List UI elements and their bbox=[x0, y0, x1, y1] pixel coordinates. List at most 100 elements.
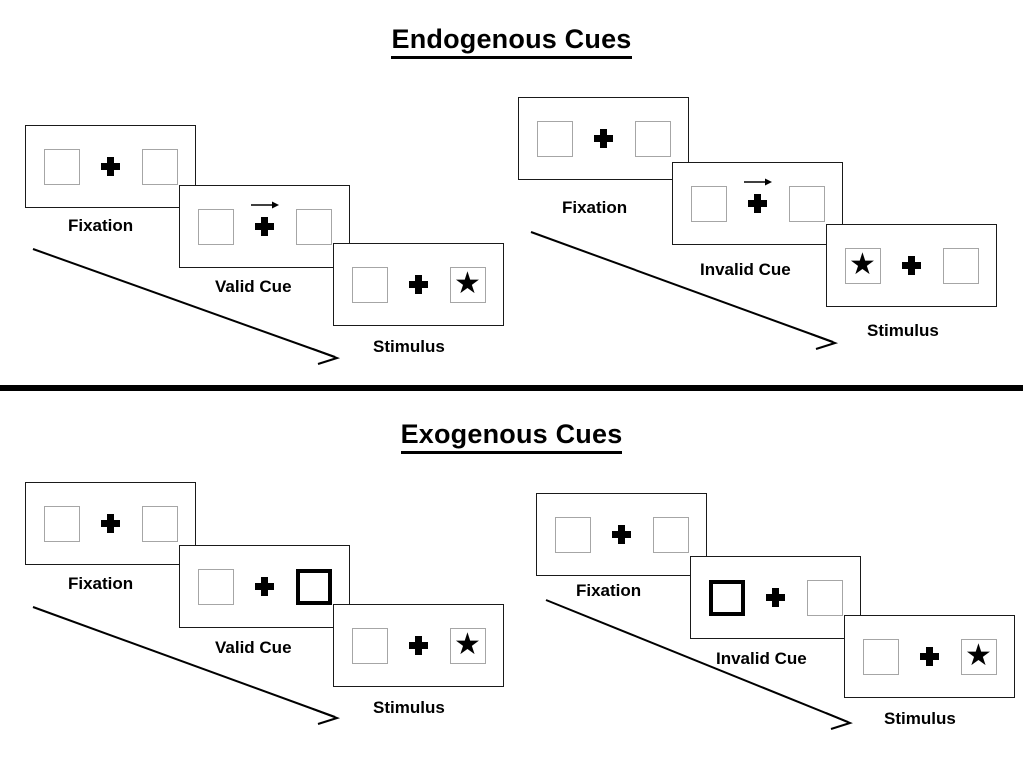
left-placeholder-box bbox=[197, 568, 234, 605]
right-target-box: ★ bbox=[449, 266, 486, 303]
fixation-cell bbox=[248, 201, 282, 236]
trial-frame-stimulus[interactable]: ★ bbox=[333, 604, 504, 687]
frame-label-fixation: Fixation bbox=[68, 574, 134, 593]
trial-frame-fixation[interactable] bbox=[518, 97, 689, 180]
time-flow-arrow-exogenous-valid bbox=[32, 606, 341, 725]
trial-frame-stimulus[interactable]: ★ bbox=[844, 615, 1015, 698]
frame-label-cue: Invalid Cue bbox=[716, 649, 807, 668]
right-target-box: ★ bbox=[960, 638, 997, 675]
section-endogenous: Endogenous Cues Fixation bbox=[0, 24, 1023, 365]
left-placeholder-box bbox=[536, 120, 573, 157]
fixation-cross-icon bbox=[409, 636, 428, 655]
frame-label-cue: Valid Cue bbox=[215, 638, 292, 657]
star-icon: ★ bbox=[454, 627, 481, 661]
frame-content bbox=[554, 516, 689, 553]
right-arrow-icon bbox=[250, 201, 279, 209]
frame-content: ★ bbox=[351, 627, 486, 664]
section-title-endogenous-text: Endogenous Cues bbox=[391, 24, 632, 59]
frame-label-cue: Valid Cue bbox=[215, 277, 292, 296]
trial-frame-fixation[interactable] bbox=[25, 125, 196, 208]
right-placeholder-box bbox=[295, 208, 332, 245]
frame-content bbox=[197, 201, 332, 245]
fixation-cell bbox=[587, 129, 621, 148]
fixation-cross-icon bbox=[409, 275, 428, 294]
frame-label-fixation: Fixation bbox=[68, 216, 134, 235]
fixation-cell bbox=[94, 157, 128, 176]
left-cued-box bbox=[708, 579, 745, 616]
right-placeholder-box bbox=[942, 247, 979, 284]
trial-frame-fixation[interactable] bbox=[25, 482, 196, 565]
frame-content: ★ bbox=[862, 638, 997, 675]
frame-label-fixation: Fixation bbox=[576, 581, 642, 600]
trial-frame-stimulus[interactable]: ★ bbox=[333, 243, 504, 326]
frame-label-stimulus: Stimulus bbox=[867, 321, 939, 340]
fixation-cell bbox=[94, 514, 128, 533]
frame-label-fixation: Fixation bbox=[562, 198, 628, 217]
right-placeholder-box bbox=[634, 120, 671, 157]
section-title-exogenous-text: Exogenous Cues bbox=[400, 419, 623, 454]
left-placeholder-box bbox=[43, 505, 80, 542]
fixation-cell bbox=[248, 577, 282, 596]
left-placeholder-box bbox=[690, 185, 727, 222]
fixation-cell bbox=[913, 647, 947, 666]
left-placeholder-box bbox=[862, 638, 899, 675]
frame-content bbox=[43, 148, 178, 185]
fixation-cross-icon bbox=[748, 194, 767, 213]
fixation-cross-icon bbox=[920, 647, 939, 666]
fixation-cross-icon bbox=[101, 157, 120, 176]
frame-content bbox=[197, 568, 332, 605]
trial-frame-cue[interactable] bbox=[672, 162, 843, 245]
left-target-box: ★ bbox=[844, 247, 881, 284]
trial-frame-stimulus[interactable]: ★ bbox=[826, 224, 997, 307]
fixation-cross-icon bbox=[255, 577, 274, 596]
trial-frame-cue[interactable] bbox=[690, 556, 861, 639]
section-title-endogenous: Endogenous Cues bbox=[0, 24, 1023, 59]
right-placeholder-box bbox=[652, 516, 689, 553]
fixation-cross-icon bbox=[101, 514, 120, 533]
right-placeholder-box bbox=[806, 579, 843, 616]
frame-content bbox=[536, 120, 671, 157]
trial-frame-cue[interactable] bbox=[179, 185, 350, 268]
right-placeholder-box bbox=[141, 148, 178, 185]
section-exogenous: Exogenous Cues Fixation Valid Cue bbox=[0, 388, 1023, 767]
left-placeholder-box bbox=[351, 627, 388, 664]
frame-label-stimulus: Stimulus bbox=[373, 698, 445, 717]
left-placeholder-box bbox=[351, 266, 388, 303]
frame-content bbox=[708, 579, 843, 616]
fixation-cell bbox=[759, 588, 793, 607]
time-flow-arrow-endogenous-invalid bbox=[530, 231, 839, 350]
trial-frame-cue[interactable] bbox=[179, 545, 350, 628]
fixation-cell bbox=[895, 256, 929, 275]
right-target-box: ★ bbox=[449, 627, 486, 664]
frame-content: ★ bbox=[351, 266, 486, 303]
star-icon: ★ bbox=[849, 247, 876, 281]
trial-frame-fixation[interactable] bbox=[536, 493, 707, 576]
left-placeholder-box bbox=[554, 516, 591, 553]
fixation-cell bbox=[402, 275, 436, 294]
section-title-exogenous: Exogenous Cues bbox=[0, 419, 1023, 454]
right-arrow-icon bbox=[743, 178, 772, 186]
section-divider bbox=[0, 385, 1023, 391]
fixation-cell bbox=[741, 178, 775, 213]
fixation-cross-icon bbox=[612, 525, 631, 544]
fixation-cell bbox=[402, 636, 436, 655]
right-placeholder-box bbox=[788, 185, 825, 222]
time-flow-arrow-endogenous-valid bbox=[32, 248, 341, 365]
fixation-cross-icon bbox=[255, 217, 274, 236]
left-placeholder-box bbox=[197, 208, 234, 245]
left-placeholder-box bbox=[43, 148, 80, 185]
fixation-cell bbox=[605, 525, 639, 544]
right-placeholder-box bbox=[141, 505, 178, 542]
star-icon: ★ bbox=[454, 266, 481, 300]
fixation-cross-icon bbox=[902, 256, 921, 275]
frame-label-stimulus: Stimulus bbox=[373, 337, 445, 356]
fixation-cross-icon bbox=[594, 129, 613, 148]
right-cued-box bbox=[295, 568, 332, 605]
star-icon: ★ bbox=[965, 638, 992, 672]
frame-label-cue: Invalid Cue bbox=[700, 260, 791, 279]
frame-content bbox=[43, 505, 178, 542]
time-flow-arrow-exogenous-invalid bbox=[545, 599, 853, 730]
frame-content: ★ bbox=[844, 247, 979, 284]
frame-content bbox=[690, 178, 825, 222]
fixation-cross-icon bbox=[766, 588, 785, 607]
